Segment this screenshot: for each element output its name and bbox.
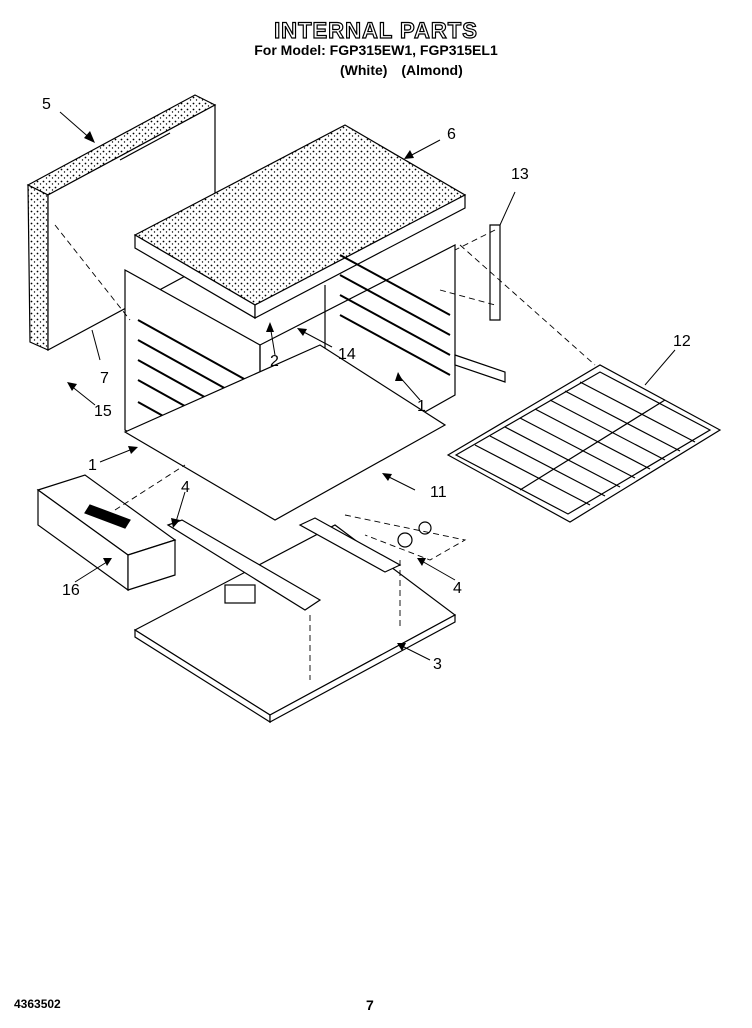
- door-liner-part-5: [26, 94, 217, 352]
- model-subtitle: For Model: FGP315EW1, FGP315EL1: [254, 42, 498, 58]
- variant-white: (White): [340, 62, 388, 78]
- callout-12: 12: [673, 333, 691, 350]
- page-title: INTERNAL PARTS: [273, 17, 478, 43]
- callout-1-right: 1: [417, 398, 426, 415]
- top-panel-part-6: [133, 124, 467, 320]
- document-number: 4363502: [14, 997, 61, 1011]
- front-trim-part-16: [36, 474, 177, 592]
- variant-almond: (Almond): [401, 62, 463, 78]
- color-variants: (White) (Almond): [340, 62, 473, 78]
- callout-6: 6: [447, 126, 456, 143]
- callout-4-right: 4: [453, 580, 462, 597]
- callout-7: 7: [100, 370, 109, 387]
- bracket-part-13: [489, 224, 501, 321]
- callout-5: 5: [42, 96, 51, 113]
- base-pan-part-3: [133, 524, 457, 724]
- callout-1-left: 1: [88, 457, 97, 474]
- callout-2: 2: [270, 353, 279, 370]
- callout-11: 11: [430, 484, 447, 501]
- page-number: 7: [366, 997, 374, 1013]
- callout-4-left: 4: [181, 479, 190, 496]
- callout-15: 15: [94, 403, 112, 420]
- callout-3: 3: [433, 656, 442, 673]
- oven-bottom-part-11: [123, 344, 447, 521]
- callout-14: 14: [338, 346, 356, 363]
- callout-16: 16: [62, 582, 80, 599]
- callout-13: 13: [511, 166, 529, 183]
- oven-rack-part-12: [446, 364, 722, 523]
